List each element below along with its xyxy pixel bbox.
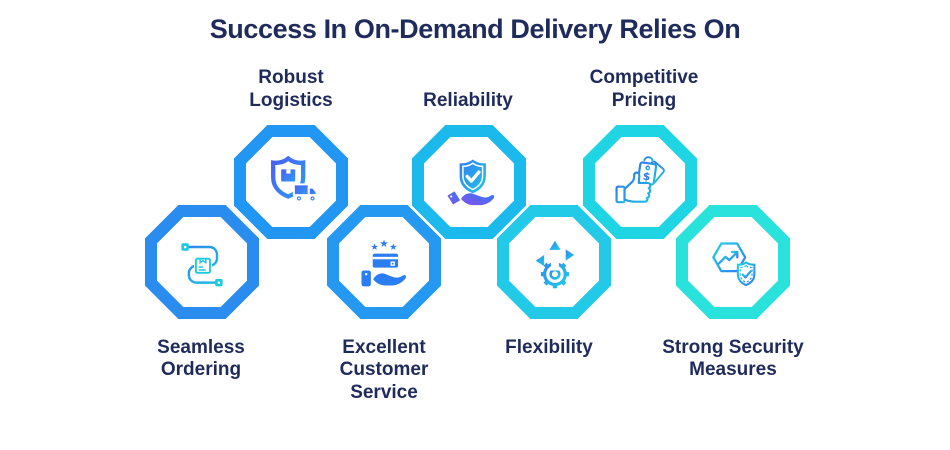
hand-shield-check-icon <box>447 159 495 206</box>
route-package-icon <box>181 243 223 287</box>
dollar-sign-icon: $ <box>642 170 651 184</box>
star-icon: ★ <box>389 242 397 253</box>
item-label-seamless-ordering: Seamless Ordering <box>157 337 245 381</box>
star-icon: ★ <box>370 242 378 253</box>
page-title: Success In On-Demand Delivery Relies On <box>209 14 741 44</box>
star-icon: ★ <box>379 238 388 250</box>
item-label-robust-logistics: Robust Logistics <box>249 67 333 111</box>
octagon-competitive-pricing: $ <box>583 125 697 239</box>
octagon-seamless-ordering <box>145 205 259 319</box>
shield-truck-icon <box>271 155 318 202</box>
octagon-strong-security-measures <box>676 205 790 319</box>
item-label-flexibility: Flexibility <box>505 337 593 358</box>
octagon-face <box>246 137 336 227</box>
item-label-excellent-customer-service: Excellent Customer Service <box>339 337 429 403</box>
hand-card-stars-icon: ★ ★ ★ <box>361 238 406 287</box>
octagon-flexibility <box>497 205 611 319</box>
octagon-excellent-customer-service: ★ ★ ★ <box>327 205 441 319</box>
octagon-robust-logistics <box>234 125 348 239</box>
growth-shield-security-icon <box>712 242 756 287</box>
thumbs-up-price-tag-icon: $ <box>615 156 665 204</box>
item-label-strong-security-measures: Strong Security Measures <box>662 337 804 381</box>
gear-direction-arrows-icon <box>535 240 575 289</box>
item-label-reliability: Reliability <box>423 89 513 111</box>
item-label-competitive-pricing: Competitive Pricing <box>589 67 699 111</box>
octagon-reliability <box>412 125 526 239</box>
